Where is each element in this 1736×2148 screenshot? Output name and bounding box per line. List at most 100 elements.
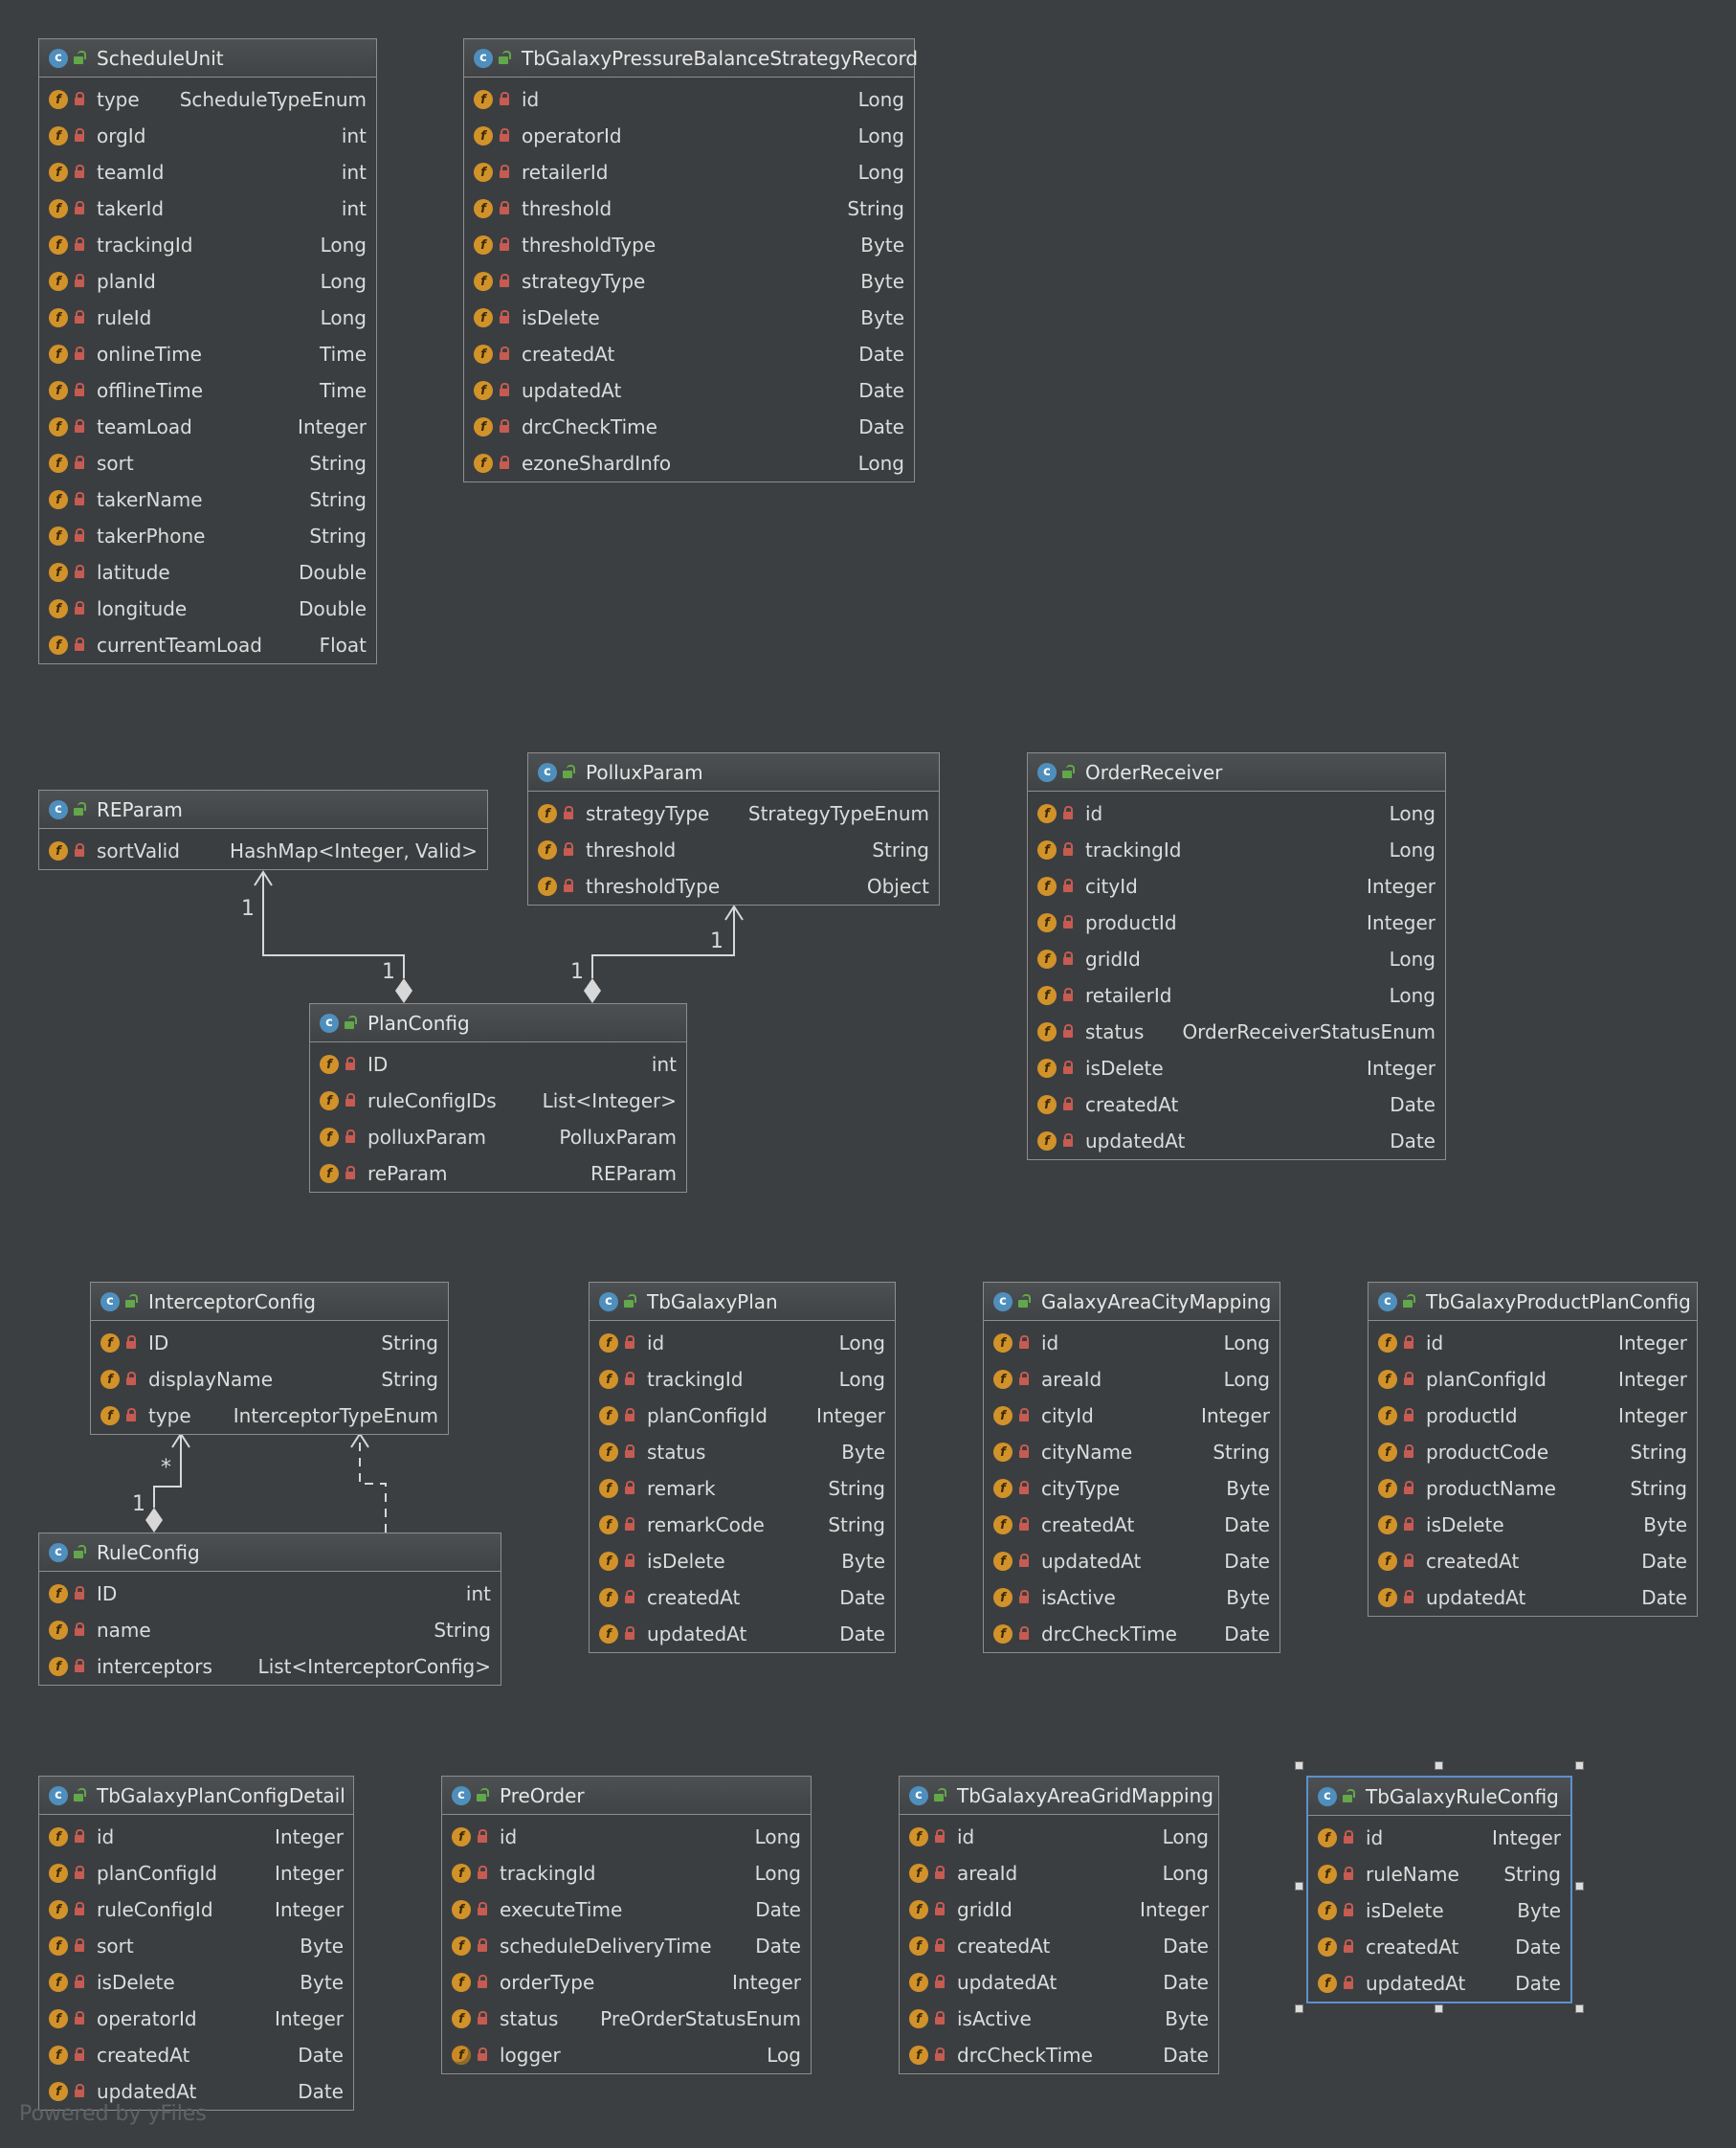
- resize-handle[interactable]: [1575, 1761, 1584, 1770]
- resize-handle[interactable]: [1295, 1882, 1303, 1891]
- resize-handle[interactable]: [1435, 1761, 1443, 1770]
- resize-handle[interactable]: [1295, 1761, 1303, 1770]
- resize-handle[interactable]: [1575, 1882, 1584, 1891]
- resize-handle[interactable]: [1295, 2004, 1303, 2013]
